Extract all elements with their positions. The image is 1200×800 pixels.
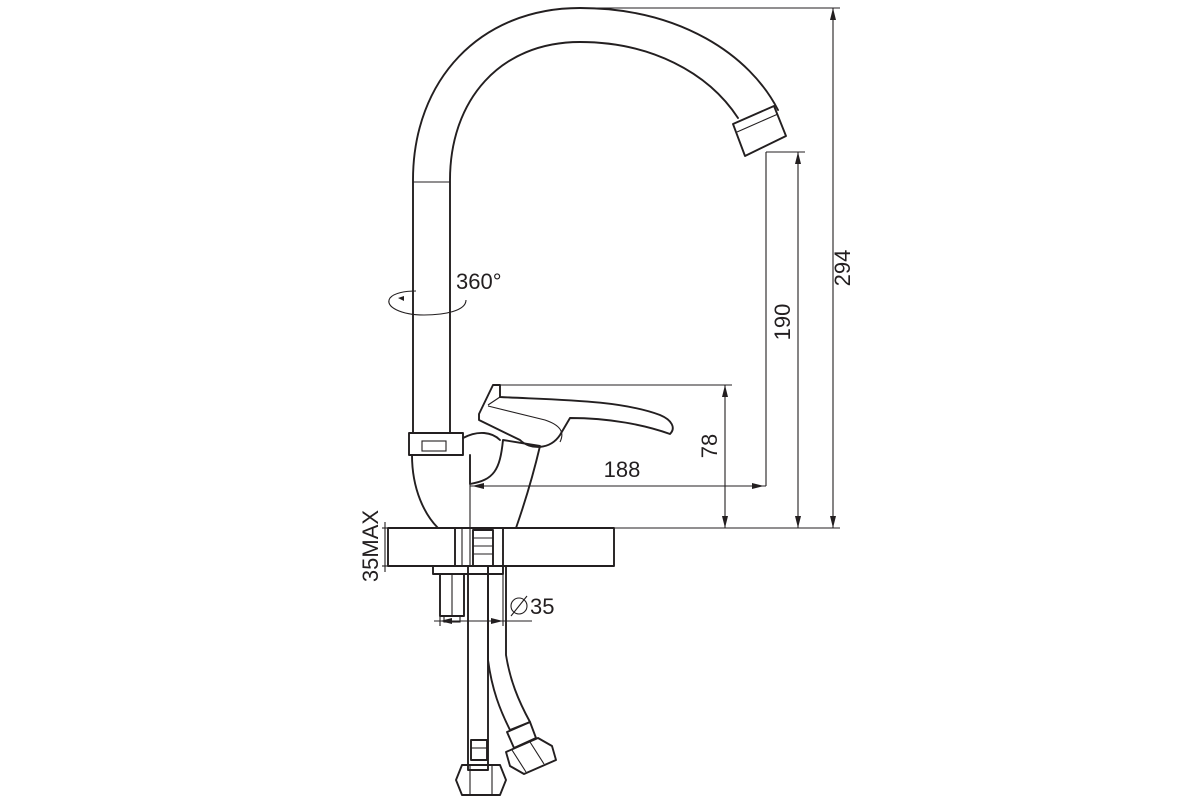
dimension-spout-reach: 188: [604, 457, 641, 482]
dimension-overall-height: 294: [830, 250, 855, 287]
dimension-lines: [382, 7, 840, 626]
spout: [412, 7, 787, 433]
dimension-countertop-thickness: 35MAX: [358, 510, 383, 582]
dimension-hole-diameter: 35: [530, 594, 554, 619]
rotation-label: 360°: [456, 269, 502, 294]
dimension-spout-clearance: 190: [770, 304, 795, 341]
diameter-symbol-icon: [510, 597, 528, 615]
rotation-indicator: 360°: [388, 269, 502, 316]
dimension-handle-height: 78: [697, 434, 722, 458]
countertop-section: [387, 527, 615, 567]
faucet-body: [408, 432, 541, 529]
mounting-stud: [432, 527, 504, 623]
lever-handle: [478, 384, 674, 448]
hoses: [455, 529, 557, 796]
dimension-hole-diameter-group: 35: [510, 594, 554, 619]
